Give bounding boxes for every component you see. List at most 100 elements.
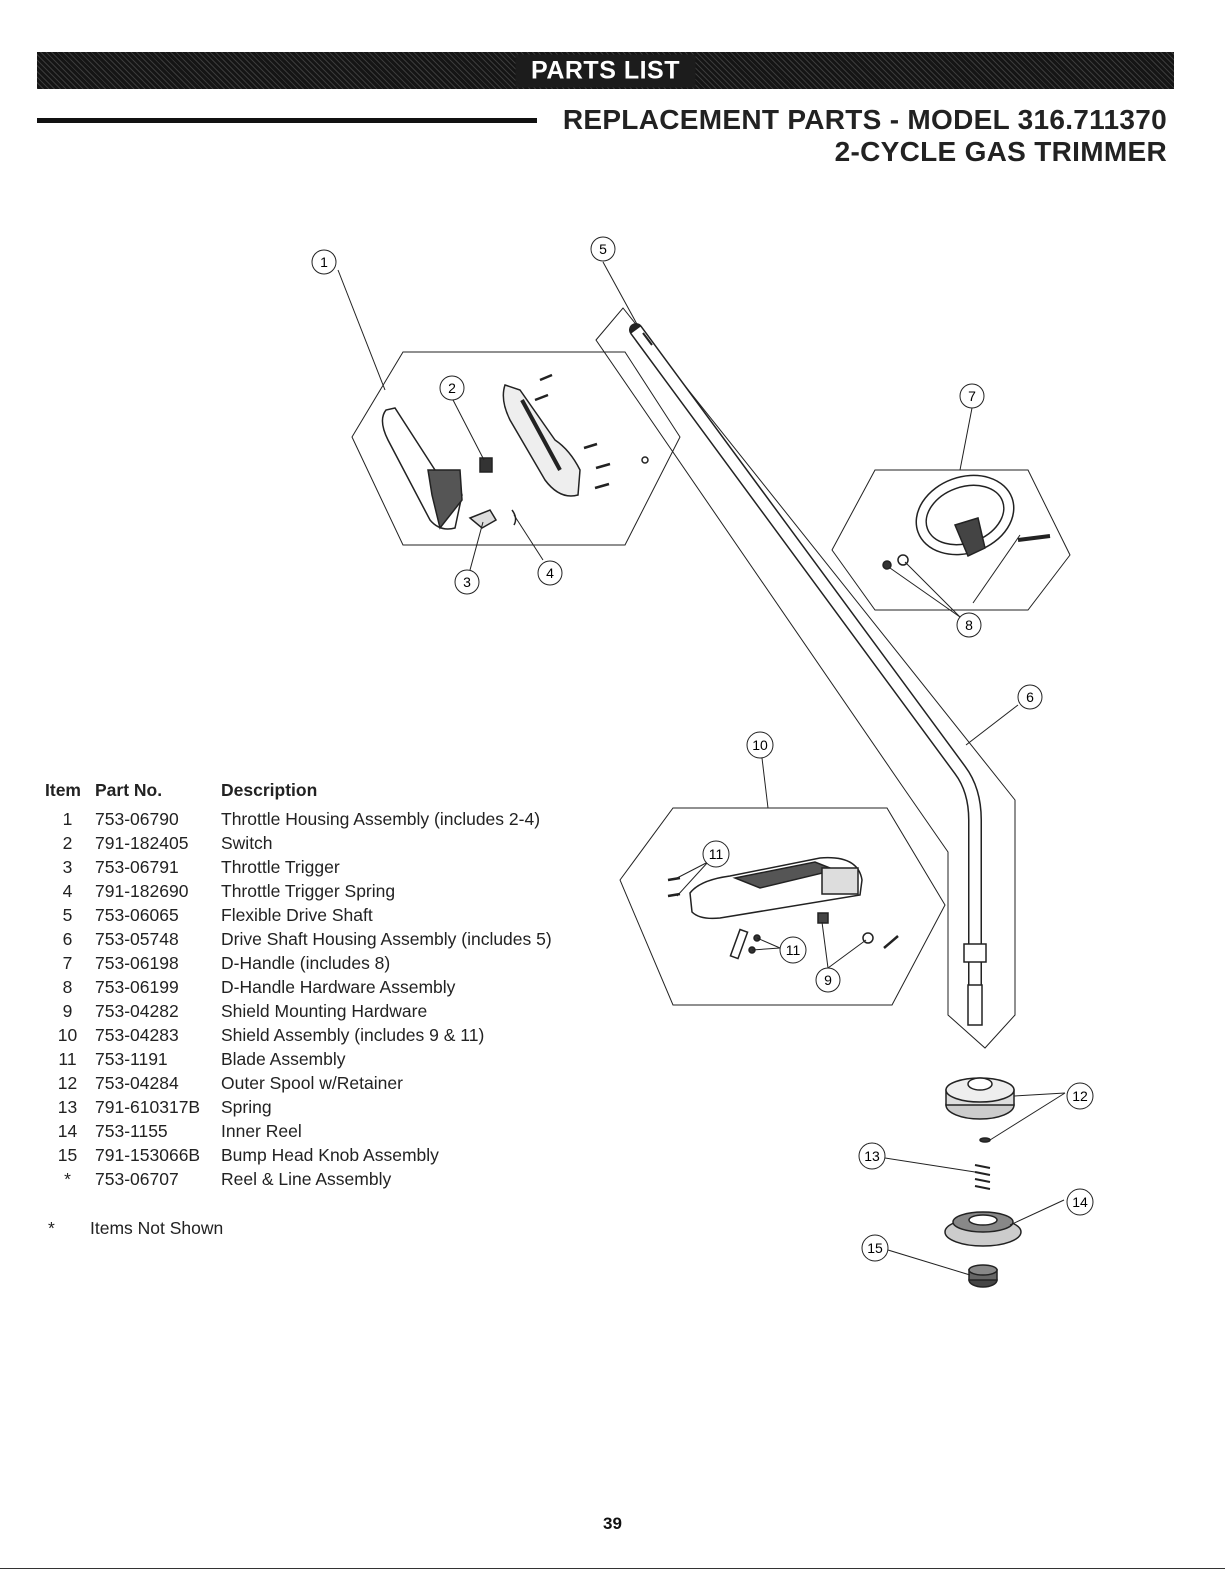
row-item: 8 [62, 977, 73, 997]
row-description: Bump Head Knob Assembly [221, 1145, 439, 1165]
svg-text:7: 7 [968, 388, 976, 404]
shield-drawing [667, 856, 899, 960]
footnote: * Items Not Shown [48, 1218, 223, 1239]
row-item: 6 [62, 929, 73, 949]
row-description: D-Handle Hardware Assembly [221, 977, 456, 997]
row-part-no: 791-610317B [95, 1097, 201, 1117]
row-part-no: 753-05748 [95, 929, 179, 949]
row-item: 13 [57, 1097, 78, 1117]
row-description: Reel & Line Assembly [221, 1169, 392, 1189]
callout-7: 7 [959, 383, 985, 409]
page-number: 39 [603, 1514, 622, 1533]
callout-2: 2 [439, 375, 465, 401]
leader-lines [337, 261, 1066, 1276]
row-description: Flexible Drive Shaft [221, 905, 373, 925]
row-description: Outer Spool w/Retainer [221, 1073, 403, 1093]
callout-11-upper: 11 [702, 840, 730, 868]
callout-11-lower: 11 [779, 936, 807, 964]
callout-1: 1 [311, 249, 337, 275]
row-part-no: 753-04282 [95, 1001, 179, 1021]
trimmer-head-drawing [944, 1077, 1022, 1288]
row-item: 1 [62, 809, 73, 829]
drive-shaft-drawing [629, 323, 987, 1026]
footnote-marker: * [48, 1218, 55, 1238]
table-row: 8 753-06199 D-Handle Hardware Assembly [40, 977, 581, 1001]
svg-text:8: 8 [965, 617, 973, 633]
callout-8: 8 [956, 612, 982, 638]
row-item: 15 [57, 1145, 78, 1165]
table-header-row: Item Part No. Description [40, 780, 581, 809]
svg-text:1: 1 [320, 254, 328, 270]
svg-text:13: 13 [864, 1148, 880, 1164]
svg-text:14: 14 [1072, 1194, 1088, 1210]
page-subtitle: 2-CYCLE GAS TRIMMER [834, 136, 1167, 167]
callout-4: 4 [537, 560, 563, 586]
row-item: * [64, 1169, 71, 1189]
callout-15: 15 [861, 1234, 889, 1262]
throttle-housing-drawing [381, 373, 649, 530]
svg-text:11: 11 [709, 846, 724, 862]
svg-text:12: 12 [1072, 1088, 1088, 1104]
row-part-no: 753-06790 [95, 809, 179, 829]
footnote-text: Items Not Shown [90, 1218, 224, 1238]
row-part-no: 753-06707 [95, 1169, 179, 1189]
svg-text:9: 9 [824, 972, 832, 988]
table-row: 5 753-06065 Flexible Drive Shaft [40, 905, 581, 929]
row-part-no: 753-06199 [95, 977, 179, 997]
row-description: Throttle Housing Assembly (includes 2-4) [221, 809, 541, 829]
row-item: 3 [62, 857, 73, 877]
svg-text:6: 6 [1026, 689, 1034, 705]
header-item: Item [45, 780, 81, 800]
svg-text:11: 11 [786, 942, 801, 958]
page-bottom-rule [0, 1568, 1225, 1569]
row-item: 4 [62, 881, 73, 901]
d-handle-group-outline [831, 469, 1071, 611]
row-description: Throttle Trigger Spring [221, 881, 396, 901]
banner-label: PARTS LIST [515, 54, 696, 87]
svg-text:2: 2 [448, 380, 456, 396]
callout-13: 13 [858, 1142, 886, 1170]
header-rule [37, 118, 537, 123]
row-part-no: 791-182690 [95, 881, 189, 901]
svg-text:4: 4 [546, 565, 554, 581]
parts-list-banner: PARTS LIST [37, 52, 1174, 89]
row-part-no: 753-06065 [95, 905, 179, 925]
row-description: Switch [221, 833, 273, 853]
table-row: 3 753-06791 Throttle Trigger [40, 857, 581, 881]
table-row: 13 791-610317B Spring [40, 1097, 581, 1121]
page-title: REPLACEMENT PARTS - MODEL 316.711370 [562, 104, 1167, 135]
row-part-no: 753-1191 [95, 1049, 168, 1069]
row-description: D-Handle (includes 8) [221, 953, 391, 973]
drive-shaft-housing-outline [595, 307, 1016, 1049]
row-part-no: 753-04283 [95, 1025, 179, 1045]
row-part-no: 753-04284 [95, 1073, 179, 1093]
row-description: Drive Shaft Housing Assembly (includes 5… [221, 929, 552, 949]
row-item: 14 [57, 1121, 78, 1141]
callout-3: 3 [454, 569, 480, 595]
svg-text:15: 15 [867, 1240, 883, 1256]
svg-text:3: 3 [463, 574, 471, 590]
callout-9: 9 [815, 967, 841, 993]
row-description: Inner Reel [221, 1121, 302, 1141]
row-item: 11 [58, 1049, 77, 1069]
header-description: Description [221, 780, 318, 800]
row-part-no: 753-06791 [95, 857, 179, 877]
row-item: 9 [62, 1001, 73, 1021]
row-item: 5 [62, 905, 73, 925]
callout-12: 12 [1066, 1082, 1094, 1110]
row-description: Shield Assembly (includes 9 & 11) [221, 1025, 485, 1045]
row-description: Spring [221, 1097, 272, 1117]
parts-table-body: 1 753-06790 Throttle Housing Assembly (inc… [40, 809, 581, 1193]
table-row: 4 791-182690 Throttle Trigger Spring [40, 881, 581, 905]
row-description: Throttle Trigger [221, 857, 340, 877]
row-part-no: 753-06198 [95, 953, 179, 973]
table-row: 6 753-05748 Drive Shaft Housing Assembly (… [40, 929, 581, 953]
